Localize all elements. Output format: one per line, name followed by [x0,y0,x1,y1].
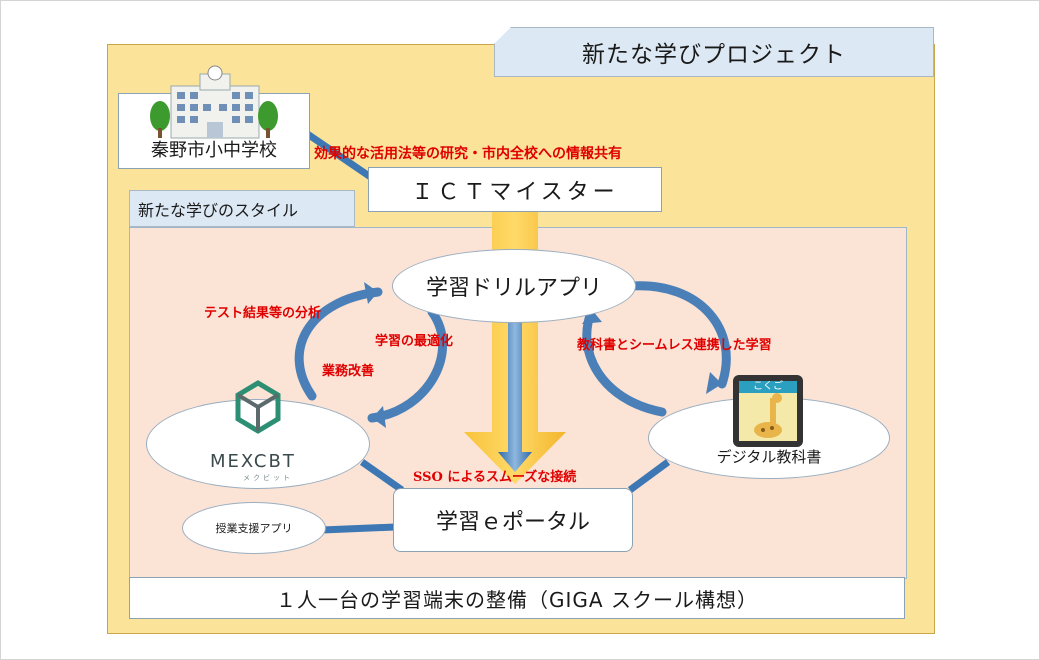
share-label: 効果的な活用法等の研究・市内全校への情報共有 [314,146,622,162]
textbook-cover-title: こくご [753,381,783,392]
optimization-label: 学習の最適化 [375,334,454,349]
giga-box: １人一台の学習端末の整備（GIGA スクール構想） [129,577,905,619]
cycle-arrow-left-down [367,307,447,423]
digital-portal-connector [627,459,671,493]
cycle-arrow-right-up [582,305,667,417]
cycle-arrow-right-down [627,281,731,389]
seamless-label: 教科書とシームレス連携した学習 [577,338,772,353]
school-label: 秦野市小中学校 [151,140,277,161]
drill-app-oval: 学習ドリルアプリ [392,249,636,323]
school-box: 秦野市小中学校 [118,93,310,169]
ict-meister-box: ＩＣＴマイスター [368,167,662,212]
mexcbt-portal-connector [359,459,405,493]
mexcbt-name: MEXCBT [210,451,296,472]
sso-label: SSO によるスムーズな接続 [413,470,577,485]
cycle-arrow-left-up [294,287,383,401]
test-analysis-label: テスト結果等の分析 [204,306,322,321]
project-title: 新たな学びプロジェクト [494,27,934,77]
school-ict-connector [304,130,374,181]
jugyo-app-oval: 授業支援アプリ [182,502,326,554]
drill-portal-arrow [498,318,532,472]
digital-textbook-oval: デジタル教科書 [648,397,890,479]
digital-textbook-label: デジタル教科書 [716,447,822,466]
mexcbt-kana: メクビット [243,474,293,482]
gyomu-label: 業務改善 [322,364,375,379]
jugyo-portal-connector [321,523,396,534]
style-title: 新たな学びのスタイル [129,190,355,227]
learning-portal-box: 学習ｅポータル [393,488,633,552]
